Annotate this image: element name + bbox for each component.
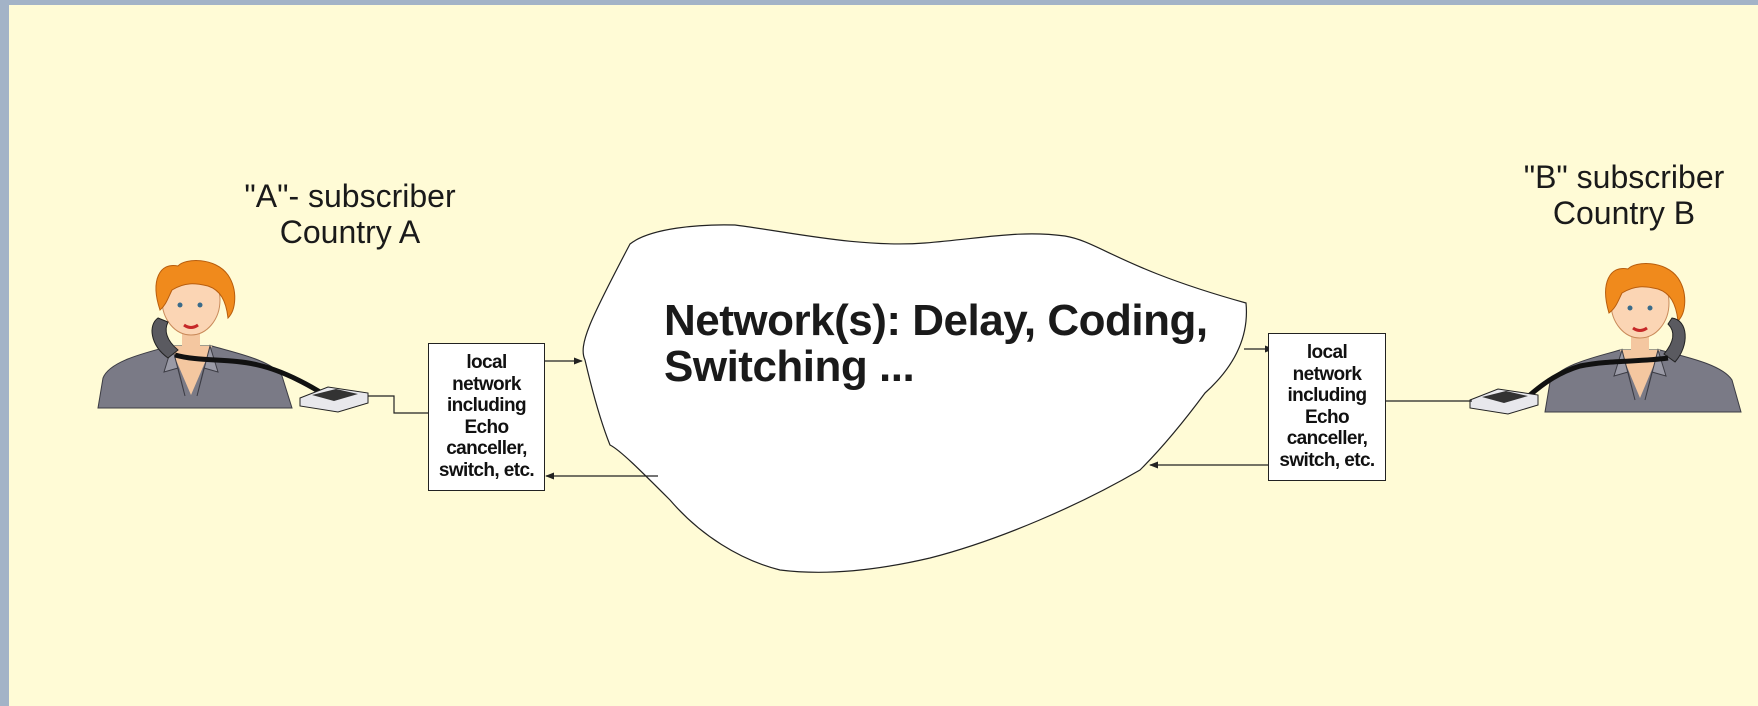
network-label: Network(s): Delay, Coding, Switching ...: [664, 298, 1208, 390]
box-b-line: canceller,: [1286, 428, 1368, 449]
network-line1: Network(s): Delay, Coding,: [664, 296, 1208, 345]
box-a-line: local: [466, 352, 507, 373]
local-network-box-b: local network including Echo canceller, …: [1268, 333, 1386, 481]
box-a-line: network: [452, 373, 521, 395]
box-a-line: including: [446, 395, 527, 416]
box-a-line: switch, etc.: [438, 459, 535, 481]
telephone-b-icon: [1469, 388, 1539, 415]
subscriber-b-label: "B" subscriber Country B: [1490, 159, 1758, 231]
subscriber-b-line2: Country B: [1552, 195, 1696, 231]
box-b-line: switch, etc.: [1279, 449, 1375, 471]
local-network-box-a: local network including Echo canceller, …: [428, 343, 545, 491]
box-a-line: canceller,: [446, 438, 527, 459]
box-b-line: network: [1292, 363, 1362, 385]
person-b-icon: [1528, 263, 1742, 413]
box-b-line: Echo: [1304, 406, 1350, 428]
network-line2: Switching ...: [664, 342, 915, 391]
line-phone-a-to-box: [368, 395, 428, 414]
subscriber-a-line2: Country A: [279, 214, 421, 250]
box-b-line: local: [1306, 342, 1348, 363]
subscriber-a-label: "A"- subscriber Country A: [210, 178, 490, 250]
telephone-a-icon: [299, 386, 369, 413]
network-cloud-icon: [582, 224, 1247, 573]
subscriber-b-line1: "B" subscriber: [1523, 159, 1725, 195]
box-b-line: including: [1287, 385, 1367, 406]
person-a-icon: [97, 260, 322, 409]
subscriber-a-line1: "A"- subscriber: [244, 178, 456, 214]
box-a-line: Echo: [464, 416, 509, 438]
